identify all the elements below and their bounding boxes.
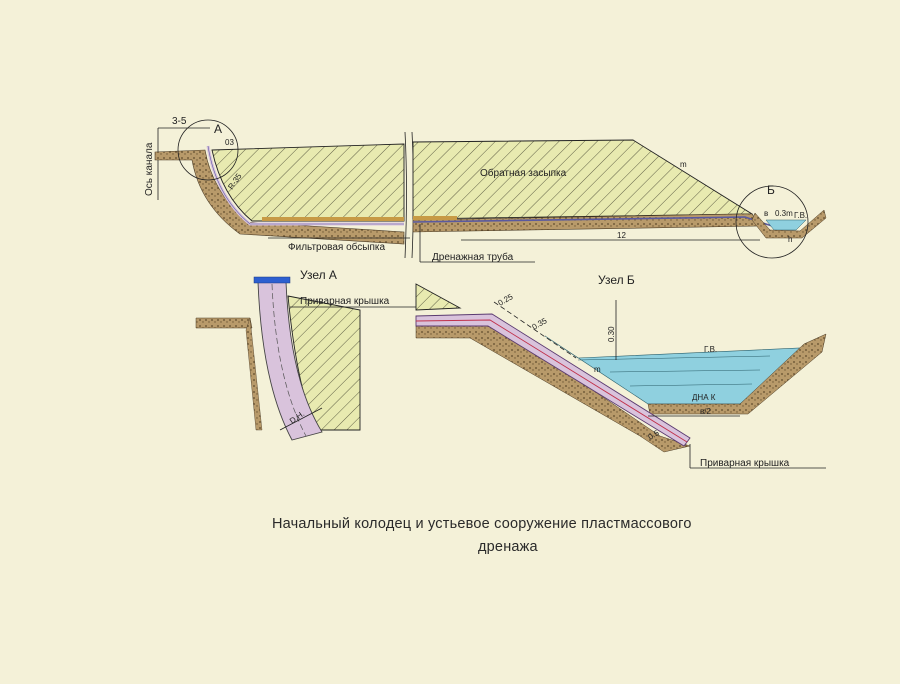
slope-m-label: m xyxy=(680,160,687,169)
drain-pipe-left-edge xyxy=(207,145,404,225)
filter-left xyxy=(262,217,404,221)
node-a-pipe xyxy=(257,281,323,441)
backfill-label: Обратная засыпка xyxy=(480,167,567,179)
main-profile: Ось канала 3-5 А 03 R-35 xyxy=(144,116,827,263)
node-a-cap-label: Приварная крышка xyxy=(300,296,390,307)
dim-3-5-label: 3-5 xyxy=(172,116,187,127)
gv-top-label: Г.В. xyxy=(794,211,807,220)
backfill-right xyxy=(412,139,754,220)
node-a-marker: А xyxy=(214,122,222,136)
dim-03-label: 03 xyxy=(225,138,234,147)
b-mark-label: в xyxy=(764,209,768,218)
break-line-1 xyxy=(404,131,407,259)
node-a-welded-cap xyxy=(253,276,291,284)
slope-m-b-label: m xyxy=(594,365,601,374)
backfill-left xyxy=(211,143,405,222)
node-a-title: Узел А xyxy=(300,268,337,282)
node-a-pipe-axis xyxy=(271,283,307,437)
node-b-canal-bed xyxy=(647,333,827,415)
bottom-label: ДНА К xyxy=(692,393,716,402)
node-a-detail: Узел А Приварная крышка D.H. xyxy=(195,268,420,441)
caption-line-2: дренажа xyxy=(478,539,539,555)
canal-axis-label: Ось канала xyxy=(144,142,155,196)
node-b-detail: Узел Б 0.25 0.35 0.30 m Г.В. ДНА К в/2 0… xyxy=(415,273,827,469)
h-mark-label: h xyxy=(788,235,792,244)
filter-right xyxy=(413,216,457,220)
caption-line-1: Начальный колодец и устьевое сооружение … xyxy=(272,516,692,532)
water-line-2 xyxy=(609,369,761,373)
b-half-label: в/2 xyxy=(700,407,711,416)
dim-03b-label: 0.3m xyxy=(775,209,793,218)
water-line-3 xyxy=(629,383,753,387)
dim-035-label: 0.35 xyxy=(531,316,549,332)
dim-12-label: 12 xyxy=(617,231,626,240)
gv-b-label: Г.В. xyxy=(704,345,717,354)
dim-030-label: 0.30 xyxy=(607,326,616,342)
node-a-circle xyxy=(177,119,239,181)
dim-slope-line xyxy=(493,301,577,359)
node-b-title: Узел Б xyxy=(598,273,635,287)
dn-dim-line xyxy=(279,407,323,431)
node-b-pipe xyxy=(415,313,691,447)
drain-pipe-label: Дренажная труба xyxy=(432,251,514,263)
node-a-ground-wall xyxy=(245,317,263,431)
node-a-ground-left xyxy=(195,317,253,329)
canal-bed xyxy=(751,209,827,239)
filter-label: Фильтровая обсыпка xyxy=(288,241,385,253)
node-b-pipe-axis xyxy=(415,319,688,443)
node-b-backfill xyxy=(415,283,462,311)
node-b-circle xyxy=(735,185,809,259)
water-line-1 xyxy=(577,355,771,361)
dim-025-label: 0.25 xyxy=(497,292,515,308)
node-b-marker: Б xyxy=(767,183,775,197)
canal-water xyxy=(765,219,807,231)
node-b-cap-label: Приварная крышка xyxy=(700,458,790,469)
